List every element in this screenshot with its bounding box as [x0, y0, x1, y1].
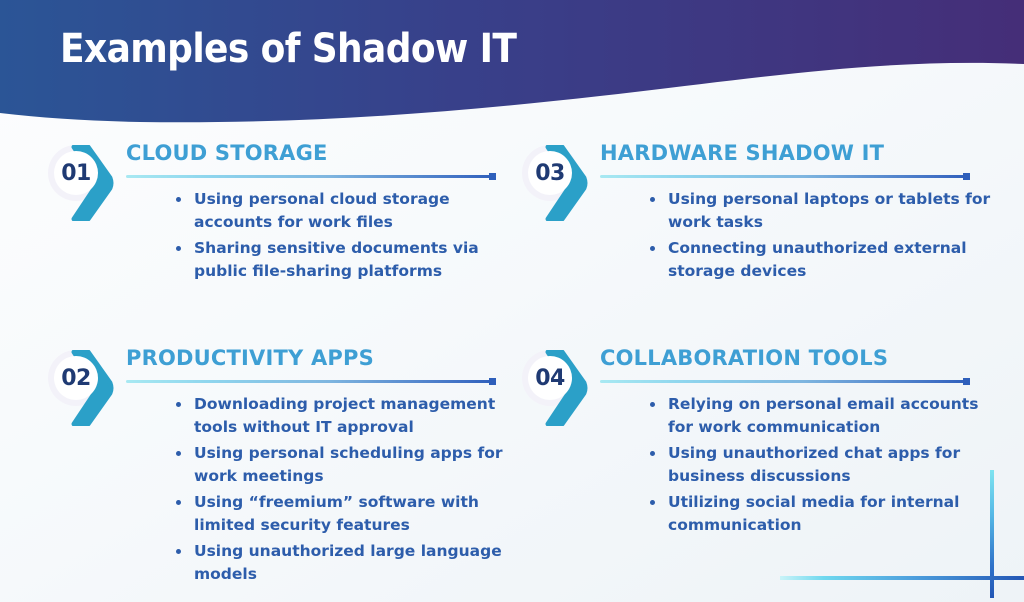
section-bullets: Using personal cloud storage accounts fo… [176, 188, 506, 286]
list-item: Connecting unauthorized external storage… [650, 237, 998, 282]
section-number: 01 [61, 160, 91, 186]
section-badge: 03 [522, 145, 594, 221]
list-item: Sharing sensitive documents via public f… [176, 237, 506, 282]
section-collaboration-tools: 04 COLLABORATION TOOLS Relying on person… [522, 345, 978, 535]
section-number: 02 [61, 365, 91, 391]
sections-grid: 01 CLOUD STORAGE Using personal cloud st… [0, 140, 1024, 583]
section-badge: 02 [48, 350, 120, 426]
list-item: Relying on personal email accounts for w… [650, 393, 998, 438]
list-item: Using “freemium” software with limited s… [176, 491, 506, 536]
section-title: CLOUD STORAGE [126, 141, 328, 165]
section-rule [126, 378, 496, 385]
header-banner [0, 0, 1024, 130]
section-cloud-storage: 01 CLOUD STORAGE Using personal cloud st… [48, 140, 498, 330]
section-bullets: Relying on personal email accounts for w… [650, 393, 998, 540]
section-bullets: Using personal laptops or tablets for wo… [650, 188, 998, 286]
list-item: Downloading project management tools wit… [176, 393, 506, 438]
list-item: Using personal cloud storage accounts fo… [176, 188, 506, 233]
list-item: Using personal scheduling apps for work … [176, 442, 506, 487]
section-rule [126, 173, 496, 180]
section-badge: 01 [48, 145, 120, 221]
section-header: HARDWARE SHADOW IT [600, 140, 972, 180]
section-number: 03 [535, 160, 565, 186]
section-hardware-shadow-it: 03 HARDWARE SHADOW IT Using personal lap… [522, 140, 990, 330]
section-title: PRODUCTIVITY APPS [126, 346, 374, 370]
section-header: COLLABORATION TOOLS [600, 345, 972, 385]
list-item: Using personal laptops or tablets for wo… [650, 188, 998, 233]
section-title: COLLABORATION TOOLS [600, 346, 889, 370]
section-number: 04 [535, 365, 565, 391]
crosshair-vertical-line [990, 470, 994, 598]
section-productivity-apps: 02 PRODUCTIVITY APPS Downloading project… [48, 345, 503, 583]
list-item: Using unauthorized large language models [176, 540, 506, 585]
crosshair-decoration [780, 452, 1024, 602]
list-item: Utilizing social media for internal comm… [650, 491, 998, 536]
section-rule [600, 378, 970, 385]
section-header: PRODUCTIVITY APPS [126, 345, 498, 385]
section-title: HARDWARE SHADOW IT [600, 141, 885, 165]
section-badge: 04 [522, 350, 594, 426]
section-rule [600, 173, 970, 180]
section-header: CLOUD STORAGE [126, 140, 498, 180]
list-item: Using unauthorized chat apps for busines… [650, 442, 998, 487]
section-bullets: Downloading project management tools wit… [176, 393, 506, 589]
page-title: Examples of Shadow IT [60, 26, 517, 72]
crosshair-horizontal-line [780, 576, 1024, 580]
